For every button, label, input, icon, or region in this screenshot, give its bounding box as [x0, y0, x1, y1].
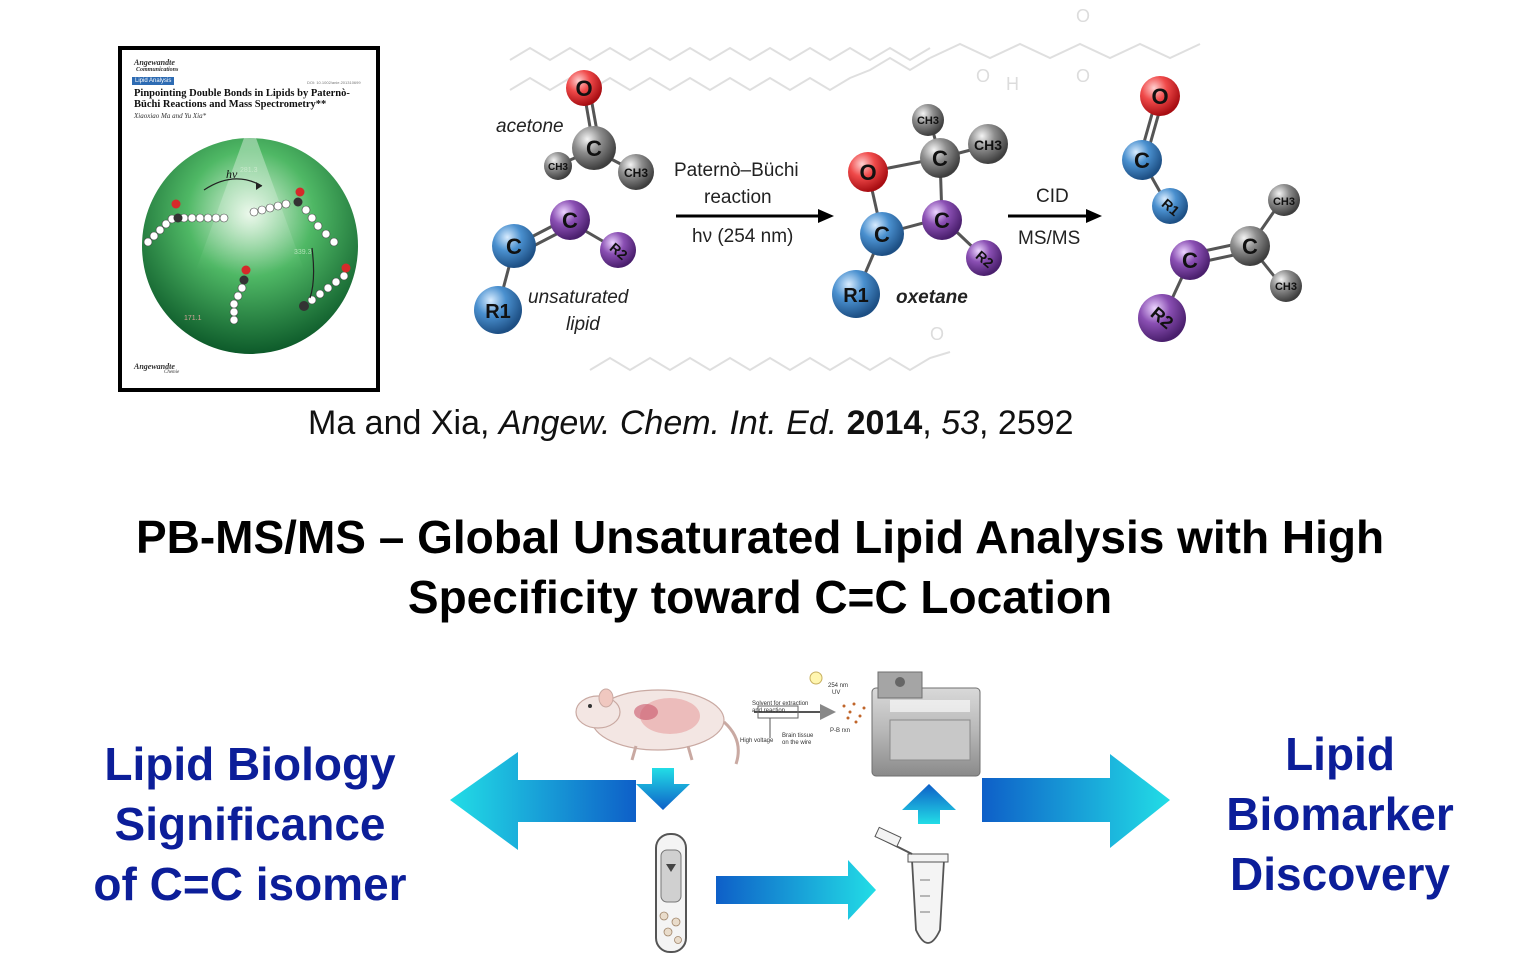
hv-label: 254 nm [828, 683, 849, 689]
cover-section-tag: Lipid Analysis [132, 77, 175, 85]
bottom-arrow [716, 860, 876, 920]
left-title: Lipid Biology Significance of C=C isomer [60, 734, 440, 914]
citation-journal: Angew. Chem. Int. Ed. [498, 404, 838, 442]
oxetane-C-purple: C [934, 208, 950, 233]
svg-text:O: O [976, 66, 990, 86]
cover-peak-2: 339.3 [294, 249, 312, 256]
cover-peak-3: 171.1 [184, 315, 202, 322]
high-voltage-label: High voltage [740, 738, 774, 744]
down-arrow [636, 768, 690, 810]
uv-label: UV [832, 690, 841, 696]
product-O: O [1151, 84, 1168, 109]
citation-volume: 53 [941, 404, 980, 442]
citation-sep-2: , [979, 404, 998, 442]
brain-label-2: on the wire [782, 740, 812, 746]
cover-brand-bottom-sub: Chemie [164, 370, 180, 375]
citation-year: 2014 [846, 404, 923, 442]
product-C-blue: C [1134, 148, 1150, 173]
lipid-C1: C [506, 234, 522, 259]
left-title-line-1: Lipid Biology [104, 738, 396, 790]
product-CH3-a: CH3 [1273, 196, 1295, 208]
citation: Ma and Xia, Angew. Chem. Int. Ed. 2014, … [308, 404, 1074, 443]
headline: PB-MS/MS – Global Unsaturated Lipid Anal… [40, 507, 1480, 627]
cover-brand-bottom: Angewandte [134, 362, 175, 371]
brain-label: Brain tissue [782, 733, 814, 739]
svg-text:O: O [1076, 66, 1090, 86]
acetone-CH3-b: CH3 [624, 166, 648, 180]
oxetane-label: oxetane [896, 287, 968, 308]
right-title-line-1: Lipid [1285, 728, 1395, 780]
solvent-label: Solvent for extraction [752, 701, 809, 707]
left-title-line-3: of C=C isomer [93, 858, 407, 910]
svg-text:O: O [1076, 6, 1090, 26]
svg-text:O: O [930, 324, 944, 344]
product-CH3-b: CH3 [1275, 281, 1297, 293]
citation-authors: Ma and Xia, [308, 404, 499, 442]
cover-peak-1: 281.3 [240, 167, 258, 174]
left-title-line-2: Significance [114, 798, 386, 850]
pb-rxn-label: P-B rxn [830, 728, 851, 734]
unsaturated-lipid-label-1: unsaturated [528, 287, 629, 308]
headline-line-1: PB-MS/MS – Global Unsaturated Lipid Anal… [135, 511, 1385, 563]
cover-authors: Xiaoxiao Ma and Yu Xia* [134, 112, 207, 120]
journal-cover: Angewandte Communications Lipid Analysis… [118, 46, 380, 392]
up-arrow [902, 784, 956, 824]
svg-text:H: H [1006, 74, 1019, 94]
citation-page: 2592 [997, 404, 1074, 442]
pb-setup-schematic [754, 671, 866, 738]
oxetane-C-methyl: C [932, 146, 948, 171]
cid-label: CID [1036, 186, 1069, 207]
cover-illustration: hν 281.3 339.3 171.1 [142, 138, 358, 354]
acetone-C: C [586, 136, 602, 161]
product-C-purple: C [1182, 248, 1198, 273]
oxetane-CH3-a: CH3 [917, 115, 939, 127]
lipid-R1: R1 [485, 301, 511, 323]
cover-brand: Angewandte [134, 58, 175, 67]
acetone-CH3-a: CH3 [548, 162, 568, 173]
workflow-graphic [450, 671, 1170, 953]
right-title: Lipid Biomarker Discovery [1190, 724, 1490, 904]
right-big-arrow [982, 754, 1170, 848]
right-title-line-3: Discovery [1230, 848, 1450, 900]
cover-doi: DOI: 10.1002/anie.201310699 [307, 80, 361, 85]
cover-hv: hν [226, 167, 238, 181]
reaction-label-2: reaction [704, 187, 772, 208]
acetone-O: O [575, 76, 592, 101]
rat-illustration [575, 688, 740, 765]
headline-line-2: Specificity toward C=C Location [407, 571, 1113, 623]
oxetane-R1: R1 [843, 285, 869, 307]
product-C-gray: C [1242, 234, 1258, 259]
mass-spectrometer [871, 671, 981, 777]
right-title-line-2: Biomarker [1226, 788, 1454, 840]
unsaturated-lipid-label-2: lipid [566, 314, 600, 335]
lipid-C2: C [562, 208, 578, 233]
acetone-label: acetone [496, 116, 564, 137]
solvent-label-2: and reaction [752, 708, 786, 714]
eppendorf-tube [874, 826, 949, 944]
cover-title: Pinpointing Double Bonds in Lipids by Pa… [134, 88, 350, 110]
oxetane-O: O [859, 160, 876, 185]
reaction-label-1: Paternò–Büchi [674, 160, 799, 181]
msms-label: MS/MS [1018, 228, 1081, 249]
oxetane-CH3-b: CH3 [974, 137, 1002, 153]
tissue-tube [655, 833, 687, 953]
oxetane-C-blue: C [874, 222, 890, 247]
cover-brand-sub: Communications [136, 67, 179, 73]
left-big-arrow [450, 752, 636, 850]
reaction-condition: hν (254 nm) [692, 226, 794, 247]
citation-sep-1: , [922, 404, 942, 442]
